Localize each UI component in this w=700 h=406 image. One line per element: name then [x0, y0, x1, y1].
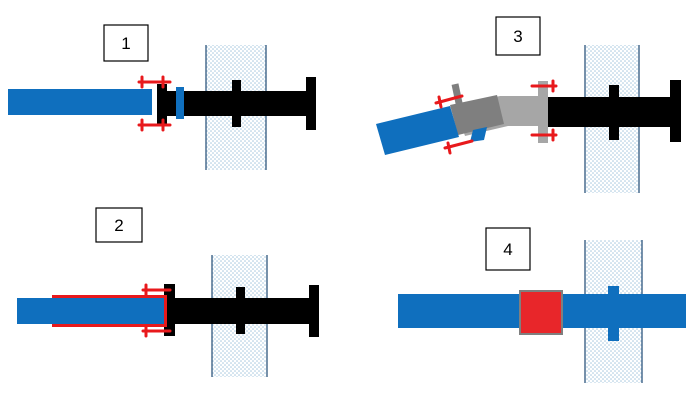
- panel-1: 1: [8, 24, 316, 170]
- label-2: 2: [95, 207, 143, 243]
- coupling-3: [450, 95, 504, 135]
- gray-flange-3: [538, 81, 548, 143]
- bolt-top-right-3: [530, 79, 558, 93]
- blue-pipe-1: [8, 89, 152, 115]
- label-1-text: 1: [121, 34, 130, 53]
- bolt-bottom-right-3: [530, 128, 558, 142]
- bolt-top-1: [137, 75, 172, 89]
- bolt-bottom-left-3: [443, 139, 474, 155]
- label-3: 3: [495, 16, 541, 56]
- blue-pipe-2: [17, 298, 164, 324]
- label-1: 1: [103, 24, 149, 62]
- blue-pipe-3: [376, 106, 459, 155]
- label-3-text: 3: [513, 27, 522, 46]
- label-4-text: 4: [503, 240, 512, 259]
- blue-gasket-1: [176, 87, 184, 119]
- panel-2: 2: [17, 207, 319, 377]
- blue-gasket-3: [470, 127, 487, 142]
- bolt-bottom-2: [141, 324, 172, 338]
- black-pipe-2: [164, 284, 319, 337]
- black-pipe-3: [545, 80, 681, 142]
- red-coupling-4: [519, 290, 563, 335]
- bolt-top-left-3: [434, 94, 464, 109]
- panel-4: 4: [398, 227, 686, 383]
- bolt-top-2: [141, 283, 172, 297]
- panel-3: 3: [376, 16, 681, 193]
- label-2-text: 2: [114, 216, 123, 235]
- bolt-bottom-1: [137, 118, 172, 132]
- label-4: 4: [485, 227, 531, 271]
- blue-flange-4: [608, 286, 619, 341]
